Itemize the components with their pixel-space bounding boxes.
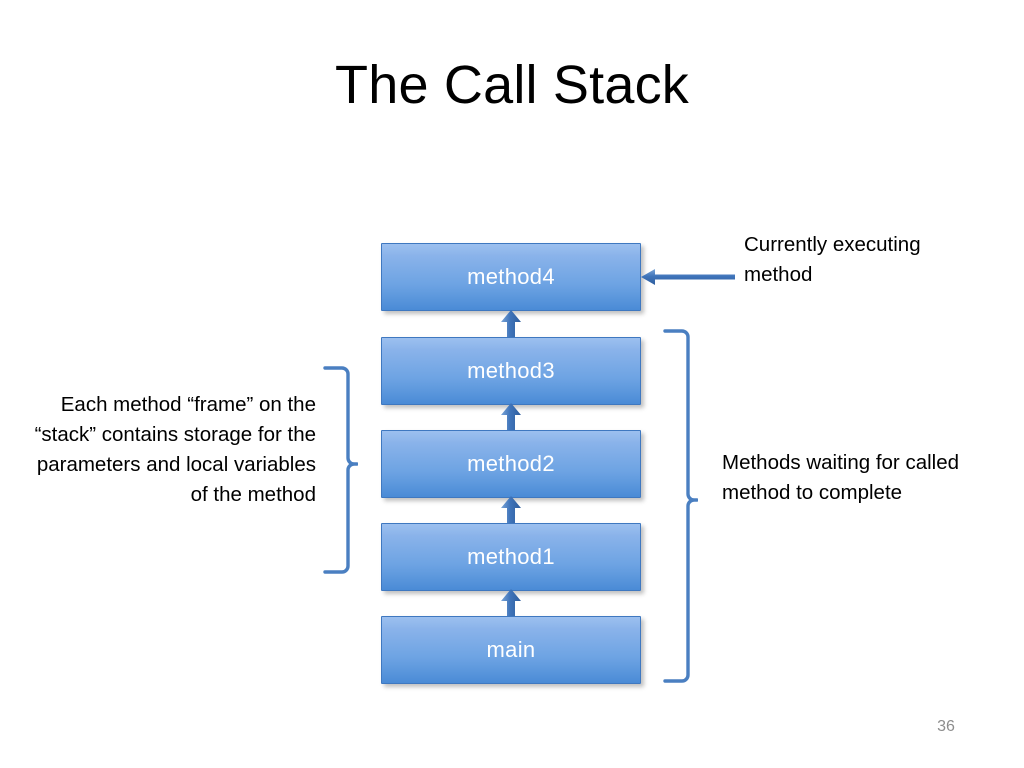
stack-frame-label: method2 xyxy=(467,451,555,476)
stack-frame-label: method3 xyxy=(467,358,555,383)
stack-frame-method1[interactable]: method1 xyxy=(381,523,641,591)
callout-frame-storage: Each method “frame” on the “stack” conta… xyxy=(34,393,316,506)
arrow-up-icon xyxy=(498,403,524,430)
callout-methods-waiting: Methods waiting for called method to com… xyxy=(722,451,960,504)
callout-currently-executing: Currently executing method xyxy=(744,233,921,286)
stack-frame-method3[interactable]: method3 xyxy=(381,337,641,405)
arrow-left-icon xyxy=(641,266,735,288)
page-title: The Call Stack xyxy=(335,55,689,115)
arrow-up-icon xyxy=(498,589,524,616)
curly-brace-right-icon xyxy=(320,364,359,576)
stack-frame-method4[interactable]: method4 xyxy=(381,243,641,311)
curly-brace-left-icon xyxy=(660,327,699,685)
arrow-up-icon xyxy=(498,496,524,523)
page-number: 36 xyxy=(937,718,955,735)
stack-frame-method2[interactable]: method2 xyxy=(381,430,641,498)
stack-frame-main[interactable]: main xyxy=(381,616,641,684)
arrow-up-icon xyxy=(498,310,524,337)
stack-frame-label: method1 xyxy=(467,544,555,569)
stack-frame-label: main xyxy=(486,637,536,662)
stack-frame-label: method4 xyxy=(467,264,555,289)
